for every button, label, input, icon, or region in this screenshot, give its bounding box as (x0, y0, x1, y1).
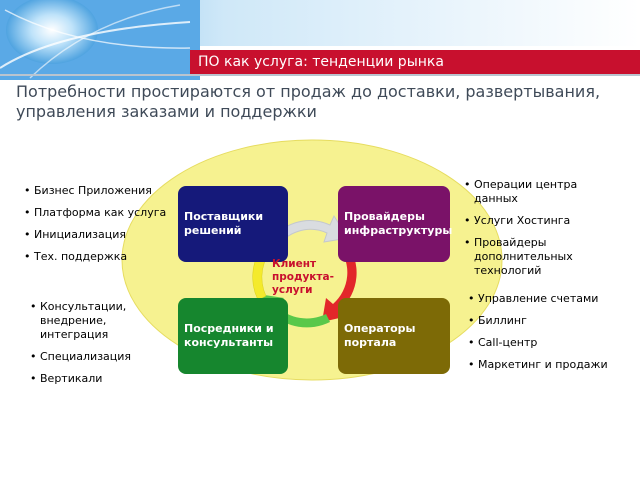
list-item: Консультации, внедрение, интеграция (30, 300, 140, 342)
list-item: Специализация (30, 350, 140, 364)
box-resellers-consultants: Посредники и консультанты (178, 298, 288, 374)
list-item: Управление счетами (468, 292, 628, 306)
box-infrastructure-providers-label: Провайдеры инфраструктуры (344, 210, 453, 237)
slide-subtitle: Потребности простираются от продаж до до… (16, 82, 601, 121)
center-label: Клиент продукта-услуги (272, 258, 334, 296)
list-item: Вертикали (30, 372, 140, 386)
list-item: Платформа как услуга (24, 206, 180, 220)
list-item: Тех. поддержка (24, 250, 180, 264)
list-item: Биллинг (468, 314, 628, 328)
list-item: Провайдеры дополнительных технологий (464, 236, 614, 278)
list-item: Call-центр (468, 336, 628, 350)
list-item: Операции центра данных (464, 178, 614, 206)
box-infrastructure-providers: Провайдеры инфраструктуры (338, 186, 453, 262)
box-portal-operators-label: Операторы портала (344, 322, 416, 349)
list-bottom-right: Управление счетами Биллинг Call-центр Ма… (468, 292, 628, 380)
box-solution-providers-label: Поставщики решений (184, 210, 264, 237)
list-top-left: Бизнес Приложения Платформа как услуга И… (24, 184, 180, 272)
box-portal-operators: Операторы портала (338, 298, 450, 374)
list-item: Бизнес Приложения (24, 184, 180, 198)
list-item: Услуги Хостинга (464, 214, 614, 228)
box-solution-providers: Поставщики решений (178, 186, 288, 262)
list-bottom-left: Консультации, внедрение, интеграция Спец… (30, 300, 140, 394)
box-resellers-consultants-label: Посредники и консультанты (184, 322, 274, 349)
globe-icon (6, 0, 98, 64)
list-item: Маркетинг и продажи (468, 358, 628, 372)
slide-title-banner: ПО как услуга: тенденции рынка (190, 50, 640, 74)
header-graphic (0, 0, 640, 80)
list-top-right: Операции центра данных Услуги Хостинга П… (464, 178, 614, 286)
list-item: Инициализация (24, 228, 180, 242)
cycle-arrow-red (322, 242, 357, 322)
